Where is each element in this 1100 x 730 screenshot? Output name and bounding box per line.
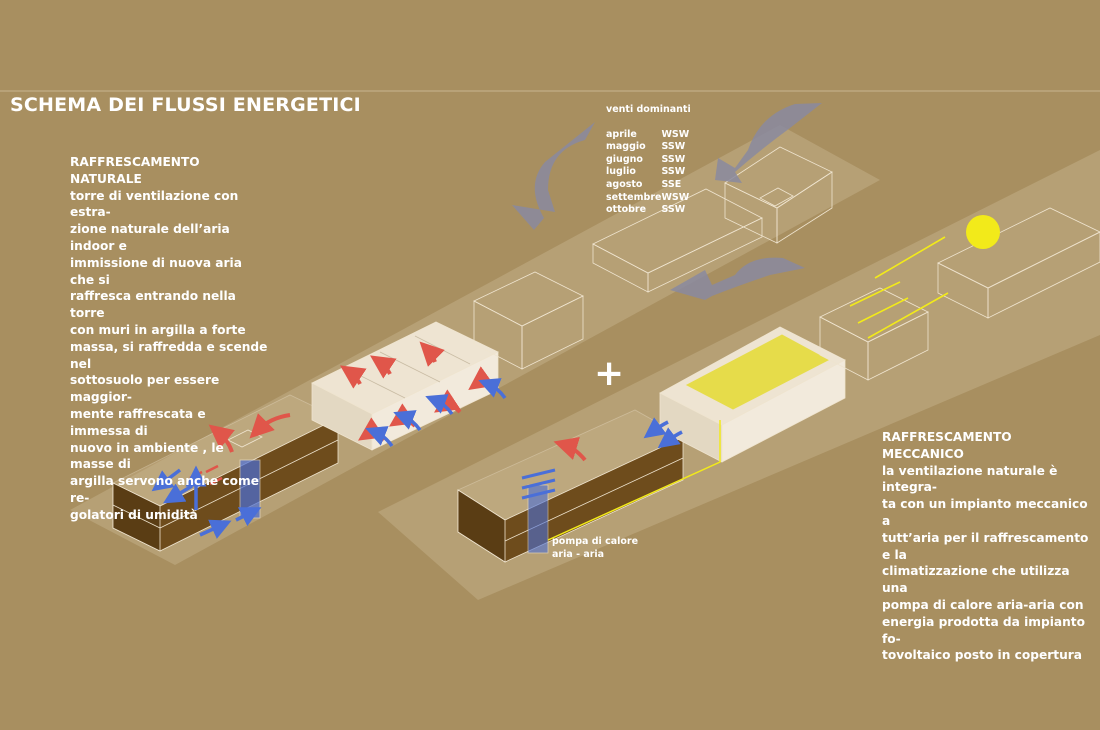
natural-cooling-heading: RAFFRESCAMENTO NATURALE [70, 155, 200, 186]
mechanical-cooling-heading: RAFFRESCAMENTO MECCANICO [882, 430, 1012, 461]
lower-building-clay [457, 409, 684, 563]
natural-cooling-text: RAFFRESCAMENTO NATURALE torre di ventila… [70, 154, 270, 524]
lower-building-solar [659, 326, 846, 463]
mechanical-line: energia prodotta da impianto fo- [882, 614, 1085, 646]
wind-row: giugno SSW [606, 154, 689, 167]
wind-month: aprile [606, 128, 637, 140]
natural-line: mente raffrescata e immessa di [70, 406, 206, 438]
heat-pump-label-line1: pompa di calore [552, 536, 639, 547]
upper-building-rooms [311, 321, 499, 451]
upper-building-empty [473, 271, 584, 370]
mechanical-line: la ventilazione naturale è integra- [882, 463, 1058, 495]
winds-heading: venti dominanti [606, 104, 691, 115]
wind-direction: SSE [661, 178, 682, 190]
wind-arrow-3 [670, 257, 805, 300]
cool-air-arrows [151, 378, 683, 539]
sun [966, 215, 1000, 249]
natural-line: massa, si raffredda e scende nel [70, 339, 268, 371]
wind-row: aprile WSW [606, 129, 689, 142]
wind-arrow-2 [715, 103, 822, 183]
natural-line: zione naturale dell’aria indoor e [70, 222, 230, 253]
natural-line: golatori di umidità [70, 507, 198, 522]
wind-row: ottobre SSW [606, 204, 689, 217]
wind-row: luglio SSW [606, 166, 689, 179]
natural-line: sottosuolo per essere maggior- [70, 373, 220, 405]
diagram-title: SCHEMA DEI FLUSSI ENERGETICI [10, 94, 361, 116]
lower-building-long [937, 207, 1100, 319]
heat-pump-label-line2: aria - aria [552, 548, 605, 560]
mechanical-line: tovoltaico posto in copertura [882, 648, 1082, 663]
heat-pump-label: pompa di calore aria - aria [552, 536, 638, 561]
wind-direction: SSW [661, 166, 686, 178]
mechanical-line: climatizzazione che utilizza una [882, 564, 1070, 596]
wind-month: settembre [606, 191, 662, 203]
wind-month: giugno [606, 153, 643, 165]
mechanical-line: tutt’aria per il raffrescamento e la [882, 530, 1089, 562]
wind-direction: SSW [661, 141, 686, 153]
wind-arrow-1 [512, 122, 595, 230]
upper-building-tower [724, 146, 833, 244]
lower-building-mid [819, 287, 929, 381]
wind-row: agosto SSE [606, 179, 689, 192]
plus-sign: + [594, 353, 625, 394]
mechanical-line: ta con un impianto meccanico a [882, 497, 1088, 528]
heat-pump-flows [521, 468, 556, 500]
wind-month: ottobre [606, 204, 647, 216]
natural-line: torre di ventilazione con estra- [70, 188, 239, 220]
wind-month: agosto [606, 178, 643, 190]
natural-line: con muri in argilla a forte [70, 322, 246, 337]
natural-line: argilla servono anche come re- [70, 474, 259, 505]
mechanical-line: pompa di calore aria-aria con [882, 597, 1084, 612]
natural-line: nuovo in ambiente , le masse di [70, 440, 224, 472]
wind-direction: SSW [661, 204, 686, 216]
mechanical-cooling-text: RAFFRESCAMENTO MECCANICO la ventilazione… [882, 429, 1092, 664]
wind-direction: WSW [661, 128, 690, 140]
wind-month: luglio [606, 166, 636, 178]
wind-direction: WSW [661, 191, 690, 203]
wind-row: maggio SSW [606, 141, 689, 154]
upper-building-long [592, 188, 763, 293]
natural-line: immissione di nuova aria che si [70, 255, 242, 287]
wind-direction: SSW [661, 153, 686, 165]
pv-cable [547, 420, 721, 541]
sun-rays [849, 236, 949, 339]
natural-line: raffresca entrando nella torre [70, 289, 236, 321]
wind-month: maggio [606, 141, 646, 153]
